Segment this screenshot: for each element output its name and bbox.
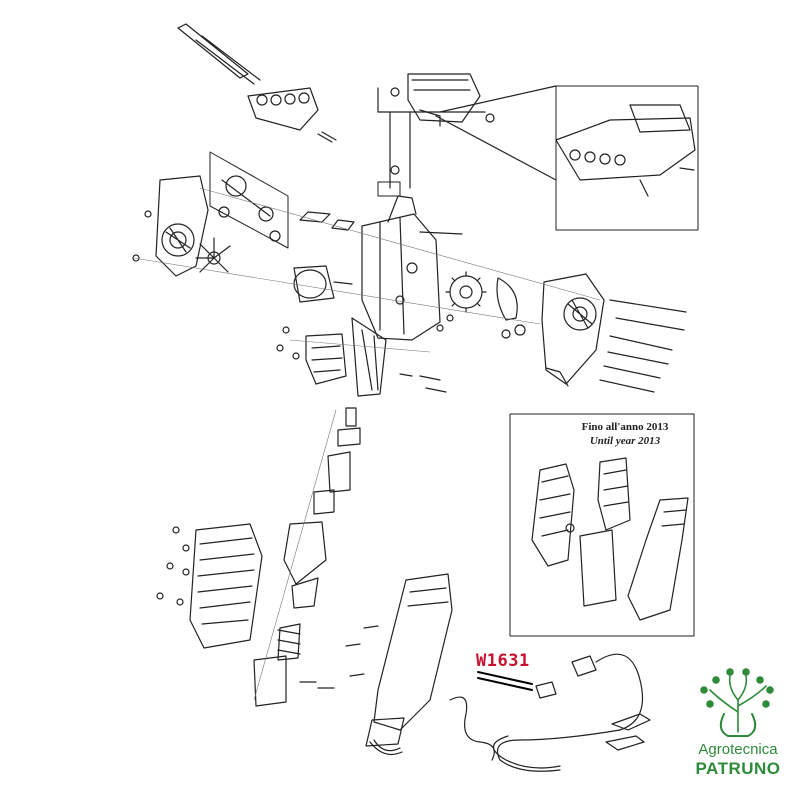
left-cover-plate [156,523,263,649]
inset-title-english: Until year 2013 [589,435,661,447]
brand-name-line2: PATRUNO [695,759,781,778]
gear-wheel [445,271,518,321]
part-code-label: W1631 [476,651,530,671]
battery-cable [492,653,651,772]
w1631-part [477,655,597,699]
screws-and-fasteners [276,314,526,393]
comb-head-top [390,73,495,127]
inset-until-2013 [509,413,695,637]
detail-callout-lines [377,85,557,189]
tree-logo-icon [700,668,774,737]
brand-name-line1: Agrotecnica [698,741,778,758]
connecting-rods [177,23,261,85]
hose [369,696,495,761]
right-motor-housing [541,273,605,387]
detail-inset-top-right [555,85,699,231]
central-frame [351,165,463,397]
left-motor-housing [132,175,209,277]
electric-motor [293,265,353,303]
comb-gripper-left [247,87,337,143]
comb-small-center [305,333,347,385]
cooling-fan [195,237,231,273]
lower-right-housing [299,573,453,747]
crank-kit [209,151,355,249]
assembly-guide-lines [133,187,601,353]
inset-title-italian: Fino all'anno 2013 [581,421,669,433]
lower-shaft-assembly [253,407,361,707]
tie-rods [599,299,687,393]
